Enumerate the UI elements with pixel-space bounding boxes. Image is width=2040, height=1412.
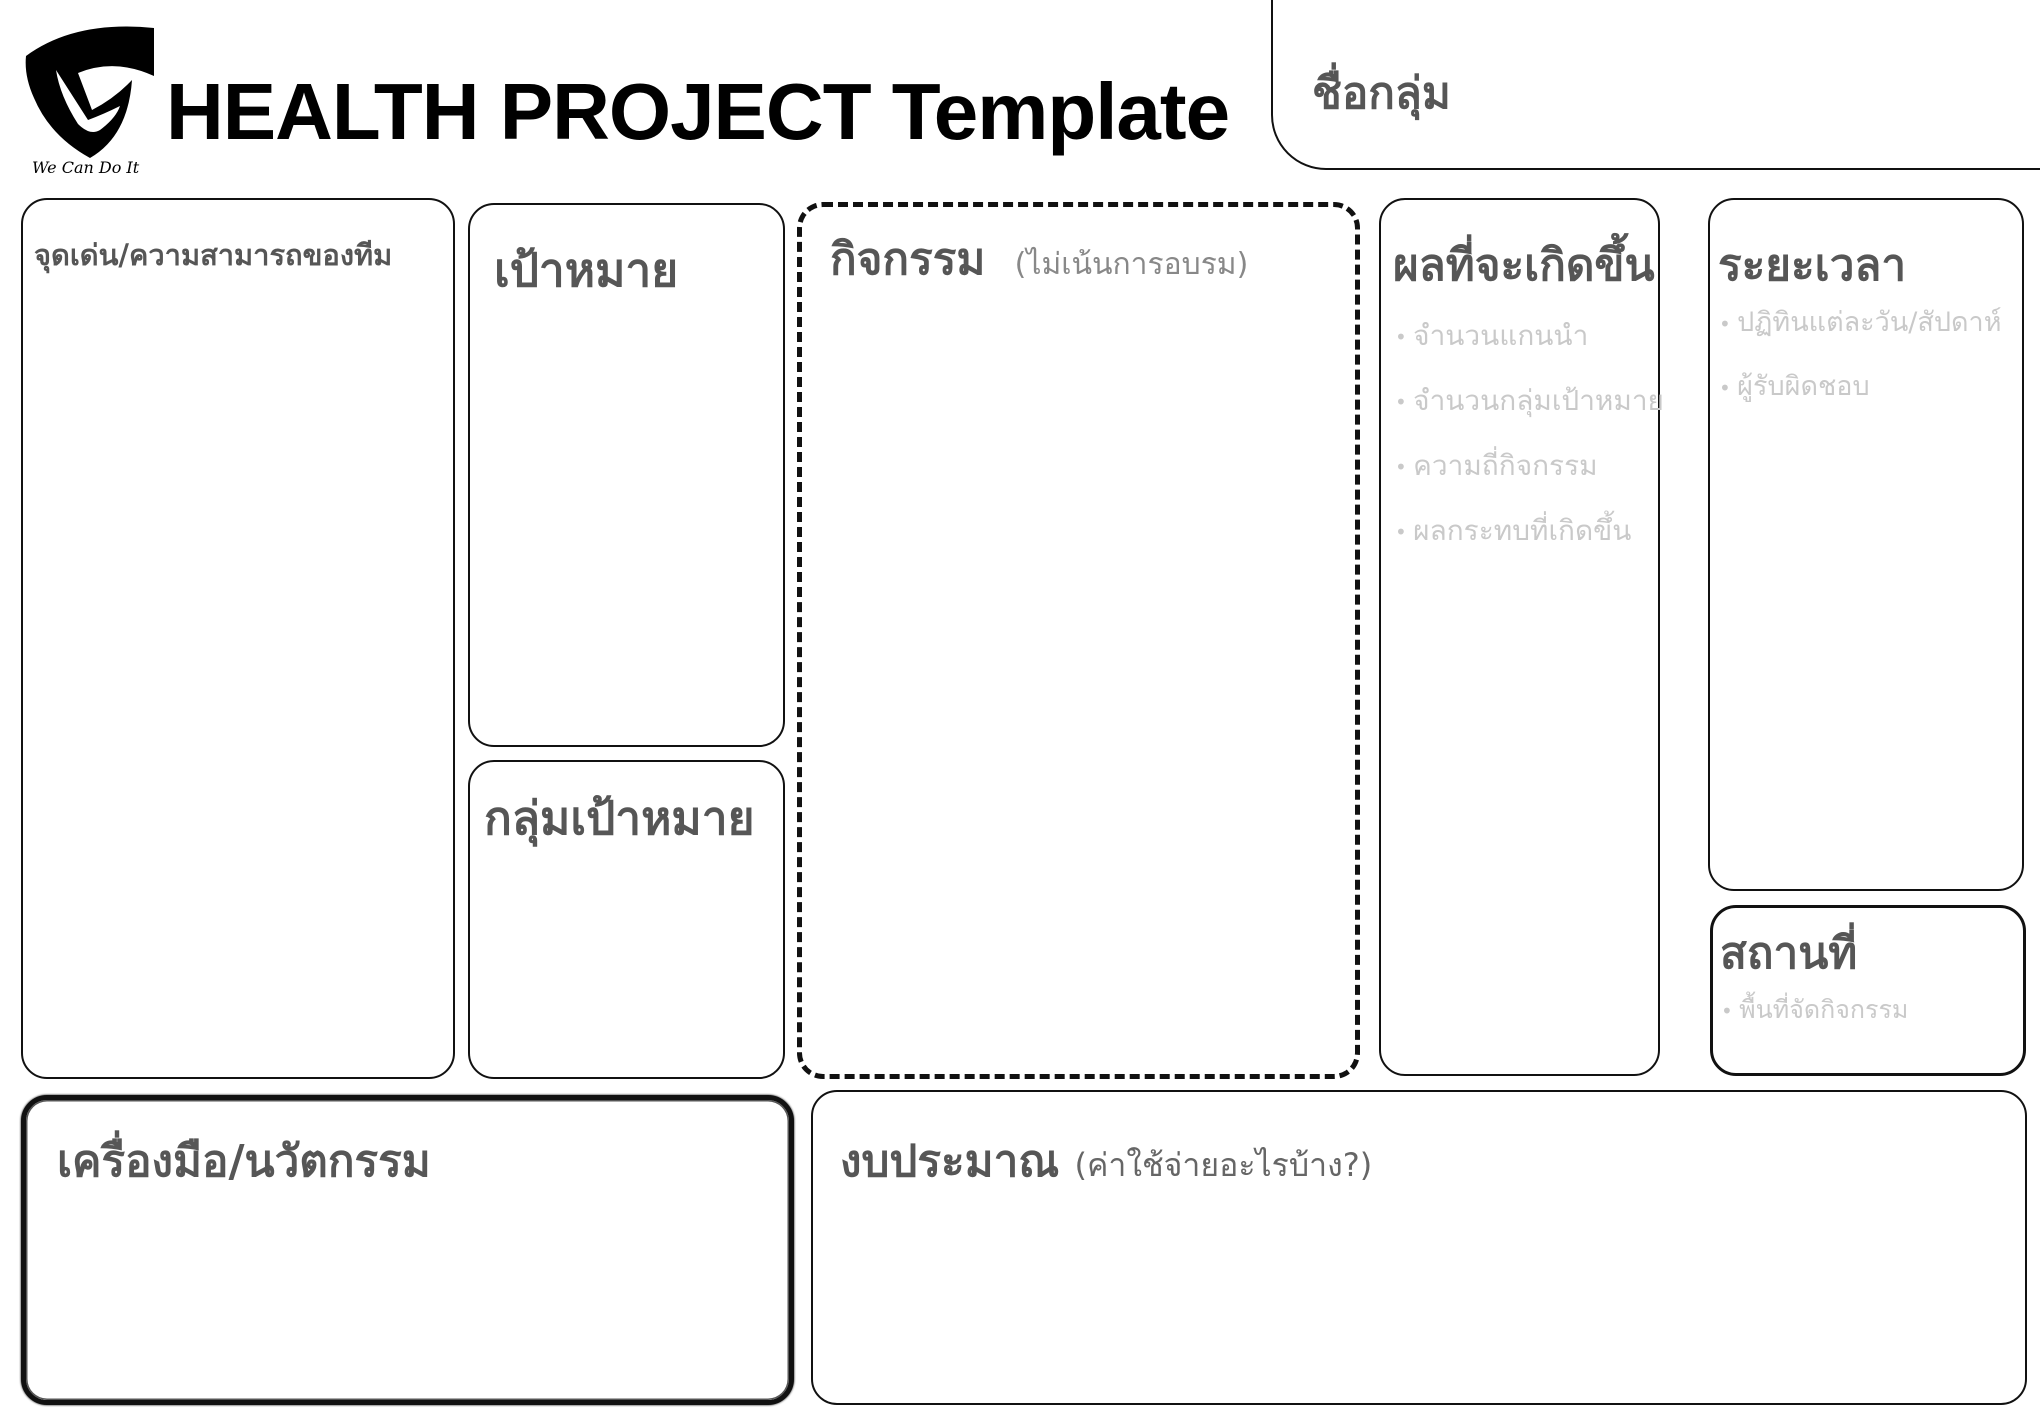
group-name-box[interactable] bbox=[1271, 0, 2040, 170]
activity-title: กิจกรรม (ไม่เน้นการอบรม) bbox=[830, 224, 1248, 294]
outcome-bullet: ผลกระทบที่เกิดขึ้น bbox=[1395, 509, 1631, 553]
duration-bullet: ผู้รับผิดชอบ bbox=[1719, 364, 1870, 407]
budget-box[interactable] bbox=[811, 1090, 2027, 1405]
place-bullet: พื้นที่จัดกิจกรรม bbox=[1721, 990, 1908, 1030]
logo-tagline: We Can Do It bbox=[32, 158, 140, 177]
group-name-label: ชื่อกลุ่ม bbox=[1312, 68, 1451, 119]
place-title: สถานที่ bbox=[1720, 928, 1858, 979]
outcome-bullet: จำนวนกลุ่มเป้าหมาย bbox=[1395, 379, 1664, 423]
outcome-bullet: ความถี่กิจกรรม bbox=[1395, 444, 1597, 488]
budget-title-text: งบประมาณ bbox=[840, 1136, 1060, 1187]
outcome-bullet: จำนวนแกนนำ bbox=[1395, 314, 1588, 358]
shield-g-logo-icon bbox=[25, 26, 154, 158]
activity-title-text: กิจกรรม bbox=[830, 234, 986, 285]
duration-bullet: ปฏิทินแต่ละวัน/สัปดาห์ bbox=[1719, 300, 2001, 343]
activity-note: (ไม่เน้นการอบรม) bbox=[1014, 247, 1249, 282]
budget-title: งบประมาณ (ค่าใช้จ่ายอะไรบ้าง?) bbox=[840, 1126, 1372, 1196]
goal-box[interactable] bbox=[468, 203, 785, 747]
outcome-title: ผลที่จะเกิดขึ้น bbox=[1393, 240, 1655, 291]
target-group-title: กลุ่มเป้าหมาย bbox=[484, 791, 755, 845]
strengths-title: จุดเด่น/ความสามารถของทีม bbox=[34, 238, 393, 272]
budget-note: (ค่าใช้จ่ายอะไรบ้าง?) bbox=[1074, 1146, 1373, 1184]
logo: We Can Do It bbox=[20, 18, 160, 188]
activity-box[interactable] bbox=[797, 202, 1360, 1079]
tools-box[interactable] bbox=[21, 1095, 794, 1405]
page-title: HEALTH PROJECT Template bbox=[166, 67, 1230, 156]
outcome-box[interactable] bbox=[1379, 198, 1660, 1076]
strengths-box[interactable] bbox=[21, 198, 455, 1079]
duration-title: ระยะเวลา bbox=[1718, 240, 1907, 291]
target-group-box[interactable] bbox=[468, 760, 785, 1079]
tools-title: เครื่องมือ/นวัตกรรม bbox=[57, 1136, 431, 1187]
goal-title: เป้าหมาย bbox=[494, 243, 679, 297]
